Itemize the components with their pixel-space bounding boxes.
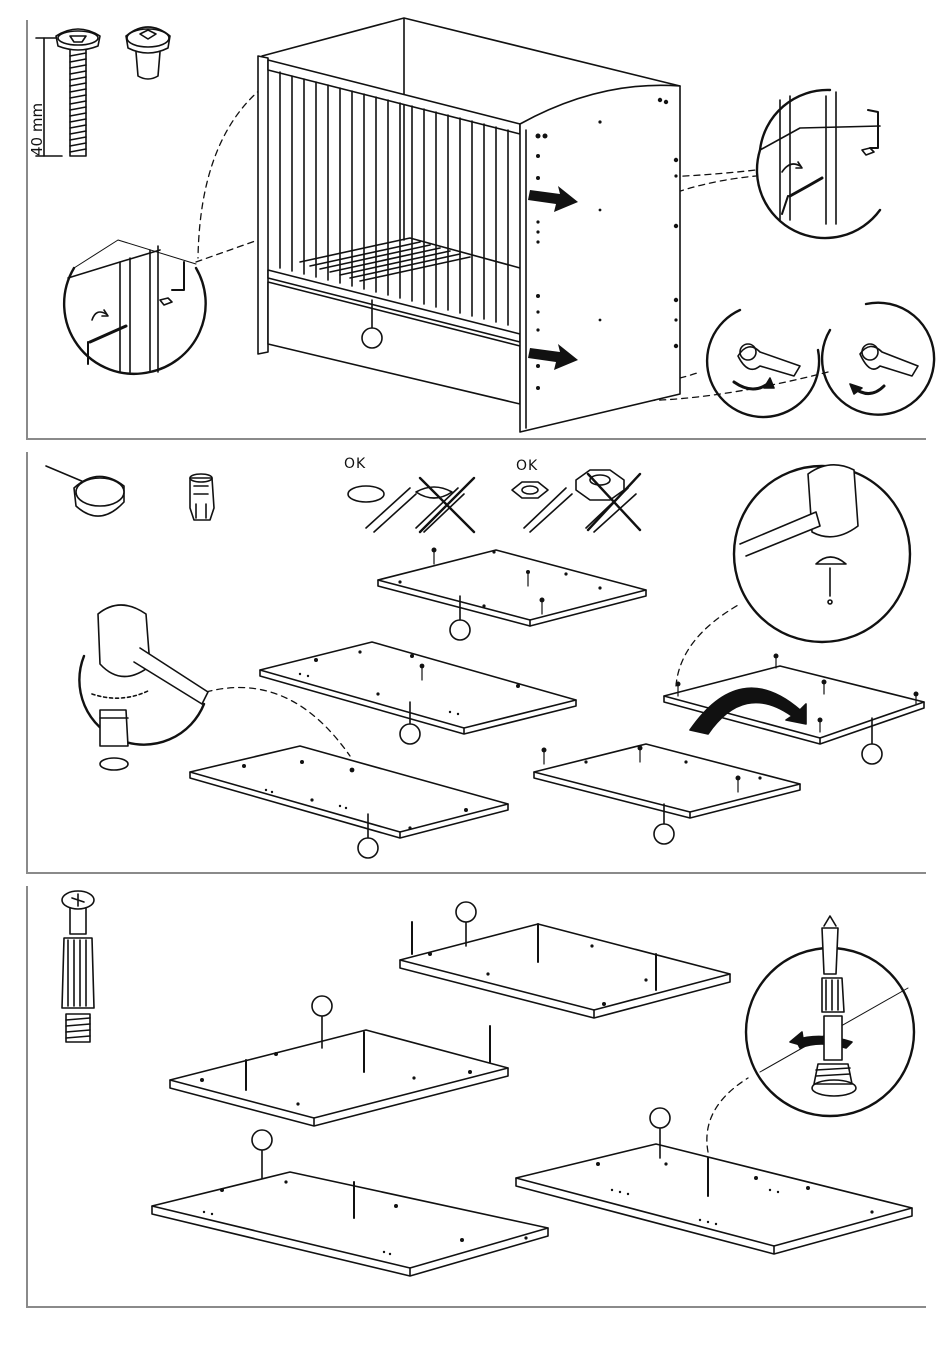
detail-bolt-left xyxy=(64,240,206,374)
screw-icon xyxy=(56,29,100,156)
cross-out-icon xyxy=(420,478,474,532)
nail-glide-icon xyxy=(46,466,124,516)
board-bottom-left xyxy=(190,746,508,858)
board-bottom-right xyxy=(516,1108,912,1254)
nut-ok-icon xyxy=(512,482,572,532)
dowel-insert-icon xyxy=(190,474,214,520)
detail-hammer-glide xyxy=(734,465,910,642)
board-middle-left xyxy=(260,642,576,744)
step-panel-crib-assembly: 40 mm xyxy=(0,0,950,440)
step-panel-cam-bolts xyxy=(0,882,950,1308)
nut-not-ok-icon xyxy=(576,470,640,532)
detail-bolt-right xyxy=(757,90,880,238)
detail-screwdriver xyxy=(746,916,914,1116)
screwdriver-icon xyxy=(822,928,838,974)
cam-bolt-icon xyxy=(62,891,94,1042)
step-panel-glides-and-inserts: OK OK xyxy=(0,448,950,874)
board-bottom-left xyxy=(152,1130,548,1276)
cam-bolt-diagram xyxy=(0,882,950,1308)
crib-illustration xyxy=(258,18,680,432)
dimension-line xyxy=(36,38,62,156)
washer-ok-icon xyxy=(348,486,416,532)
washer-not-ok-icon xyxy=(416,478,474,532)
crib-diagram xyxy=(0,0,950,440)
panels-diagram xyxy=(0,448,950,874)
detail-nut-tighten xyxy=(707,310,819,417)
board-right-flip xyxy=(664,654,924,765)
board-top-right xyxy=(400,902,730,1018)
board-middle-left xyxy=(170,996,508,1126)
detail-nut-loosen xyxy=(822,303,934,415)
cap-nut-icon xyxy=(126,27,170,79)
part-callout-circle xyxy=(362,328,382,348)
detail-hammer-insert xyxy=(79,605,208,770)
board-top-center xyxy=(378,548,646,641)
board-bottom-right xyxy=(534,744,800,844)
